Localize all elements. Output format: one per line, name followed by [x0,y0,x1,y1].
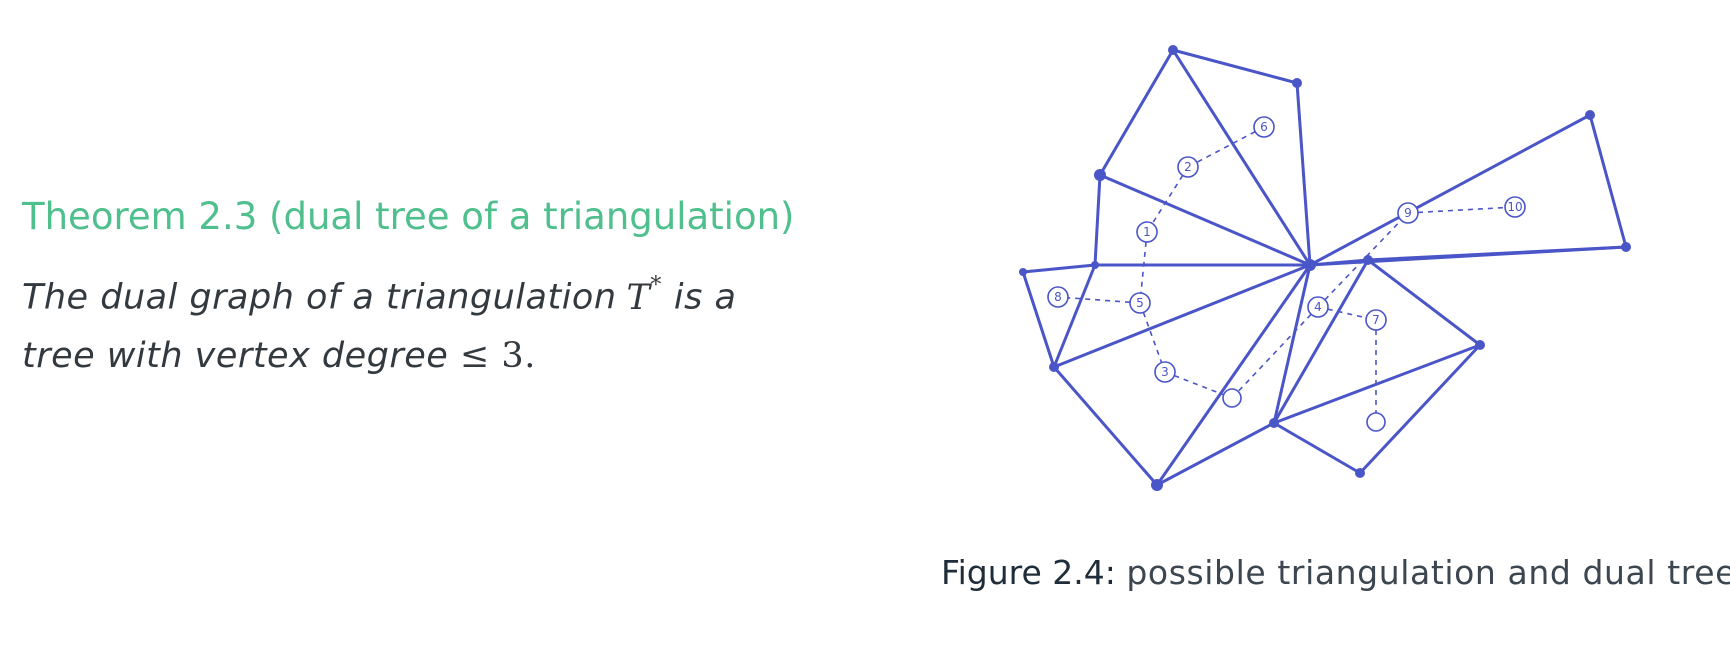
theorem-line-2: tree with vertex degree ≤ 3. [22,327,822,385]
dual-node-leaf-2 [1222,388,1242,408]
dual-tree-edges [1057,126,1516,422]
dual-node-labels: 1 2 3 4 5 6 7 8 9 10 [1047,116,1526,432]
caption-text: possible triangulation and dual tree [1126,553,1730,592]
figure-caption: Figure 2.4: possible triangulation and d… [941,553,1730,592]
theorem-text-3: tree with vertex degree [22,335,449,376]
triangulation-drawing: 1 2 3 4 5 6 7 8 9 10 [1019,45,1631,491]
triangulation-sketch: 1 2 3 4 5 6 7 8 9 10 [1010,40,1650,510]
svg-text:7: 7 [1372,313,1380,327]
dual-node-7: 7 [1365,309,1387,331]
math-star: * [650,273,662,298]
dual-node-4: 4 [1307,296,1329,318]
svg-text:3: 3 [1161,365,1169,379]
svg-text:5: 5 [1136,296,1144,310]
svg-text:2: 2 [1184,160,1192,174]
polygon-vertices [1019,45,1631,491]
svg-text:10: 10 [1507,200,1522,214]
dual-node-leaf [1366,412,1386,432]
svg-text:1: 1 [1143,225,1151,239]
theorem-text-1: The dual graph of a triangulation [22,277,617,318]
math-leq-3: ≤ 3. [459,335,536,376]
svg-text:9: 9 [1404,206,1412,220]
theorem-block: Theorem 2.3 (dual tree of a triangulatio… [22,195,822,385]
dual-node-1: 1 [1136,221,1158,243]
theorem-title: Theorem 2.3 (dual tree of a triangulatio… [22,195,795,238]
caption-label: Figure 2.4: [941,553,1116,592]
math-t: T [626,277,651,318]
dual-node-6: 6 [1253,116,1275,138]
dual-node-10: 10 [1504,196,1526,218]
math-t-star: T* [626,273,662,318]
svg-text:8: 8 [1054,290,1062,304]
polygon-edges [1021,48,1628,487]
dual-node-9: 9 [1397,202,1419,224]
svg-text:6: 6 [1260,120,1268,134]
dual-node-3: 3 [1154,361,1176,383]
dual-node-2: 2 [1177,156,1199,178]
svg-text:4: 4 [1314,300,1322,314]
dual-node-8: 8 [1047,286,1069,308]
dual-node-5: 5 [1129,292,1151,314]
theorem-text-2: is a [673,277,737,318]
